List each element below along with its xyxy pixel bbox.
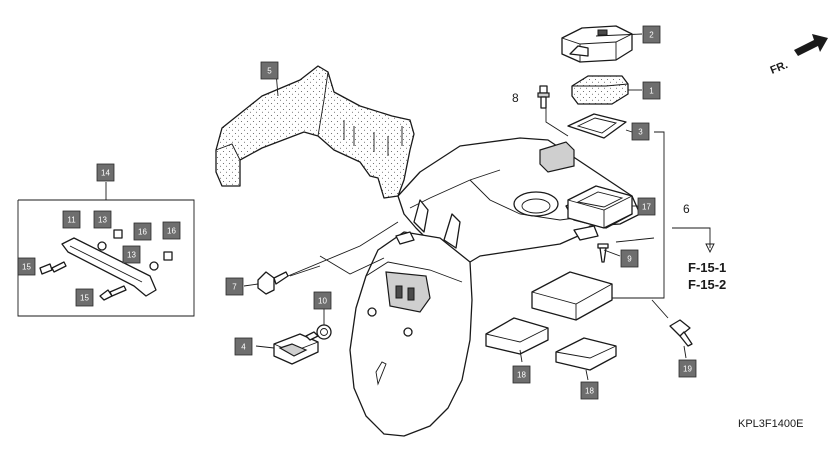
- diagram-code: KPL3F1400E: [738, 418, 803, 430]
- callout-16-right: 16: [162, 221, 181, 240]
- leader-lines: [105, 33, 715, 381]
- reflector-4-part[interactable]: [273, 331, 319, 365]
- label-6: 6: [683, 202, 690, 216]
- svg-text:15: 15: [80, 294, 89, 303]
- svg-text:13: 13: [127, 251, 136, 260]
- svg-text:2: 2: [649, 31, 654, 40]
- grommet-10-part[interactable]: [316, 324, 332, 340]
- callout-10: 10: [313, 291, 332, 310]
- svg-text:18: 18: [585, 387, 594, 396]
- svg-text:10: 10: [318, 297, 327, 306]
- svg-text:4: 4: [241, 343, 246, 352]
- cover-cap-part[interactable]: [561, 25, 633, 63]
- reference-f-15-2: F-15-2: [688, 277, 726, 292]
- callout-14: 14: [96, 163, 115, 182]
- callout-4: 4: [234, 337, 253, 356]
- callout-5: 5: [260, 61, 279, 80]
- svg-text:16: 16: [138, 228, 147, 237]
- svg-text:5: 5: [267, 67, 272, 76]
- inner-liner-part[interactable]: [215, 65, 415, 199]
- svg-text:13: 13: [98, 216, 107, 225]
- callout-15-left: 15: [17, 257, 36, 276]
- callout-18-right: 18: [580, 381, 599, 400]
- callout-7: 7: [225, 277, 244, 296]
- callout-16-left: 16: [133, 222, 152, 241]
- gasket-frame-part[interactable]: [567, 113, 627, 139]
- svg-text:19: 19: [683, 365, 692, 374]
- front-direction-marker: FR.: [769, 34, 828, 77]
- callout-9: 9: [620, 249, 639, 268]
- svg-text:1: 1: [649, 87, 654, 96]
- pad-18-right-part[interactable]: [555, 337, 617, 371]
- svg-text:18: 18: [517, 371, 526, 380]
- callout-15-bottom: 15: [75, 288, 94, 307]
- pad-18-large-part[interactable]: [531, 271, 613, 321]
- callout-1: 1: [642, 81, 661, 100]
- bracket-kit-group: [17, 199, 195, 317]
- reference-f-15-1: F-15-1: [688, 260, 726, 275]
- svg-text:7: 7: [232, 283, 237, 292]
- bolt-19-part[interactable]: [669, 319, 693, 347]
- svg-text:17: 17: [642, 203, 651, 212]
- callout-11: 11: [62, 210, 81, 229]
- callout-3: 3: [631, 122, 650, 141]
- callout-19: 19: [678, 359, 697, 378]
- bolt-7-part[interactable]: [257, 271, 289, 295]
- svg-text:14: 14: [101, 169, 110, 178]
- svg-text:15: 15: [22, 263, 31, 272]
- callout-2: 2: [642, 25, 661, 44]
- rubber-pad-part[interactable]: [571, 75, 629, 105]
- bolt-8-part[interactable]: [537, 85, 550, 109]
- callout-13-mid: 13: [122, 245, 141, 264]
- callout-13-top: 13: [93, 210, 112, 229]
- screw-9-part[interactable]: [597, 243, 609, 263]
- svg-text:11: 11: [67, 216, 76, 225]
- label-8: 8: [512, 91, 519, 105]
- svg-text:9: 9: [627, 255, 632, 264]
- svg-text:3: 3: [638, 128, 643, 137]
- svg-text:16: 16: [167, 227, 176, 236]
- pad-18-left-part[interactable]: [485, 317, 549, 355]
- callout-17: 17: [637, 197, 656, 216]
- callout-18-left: 18: [512, 365, 531, 384]
- lower-mudguard-part[interactable]: [349, 231, 473, 437]
- relay-box-part[interactable]: [567, 185, 633, 229]
- direction-label: FR.: [769, 59, 790, 77]
